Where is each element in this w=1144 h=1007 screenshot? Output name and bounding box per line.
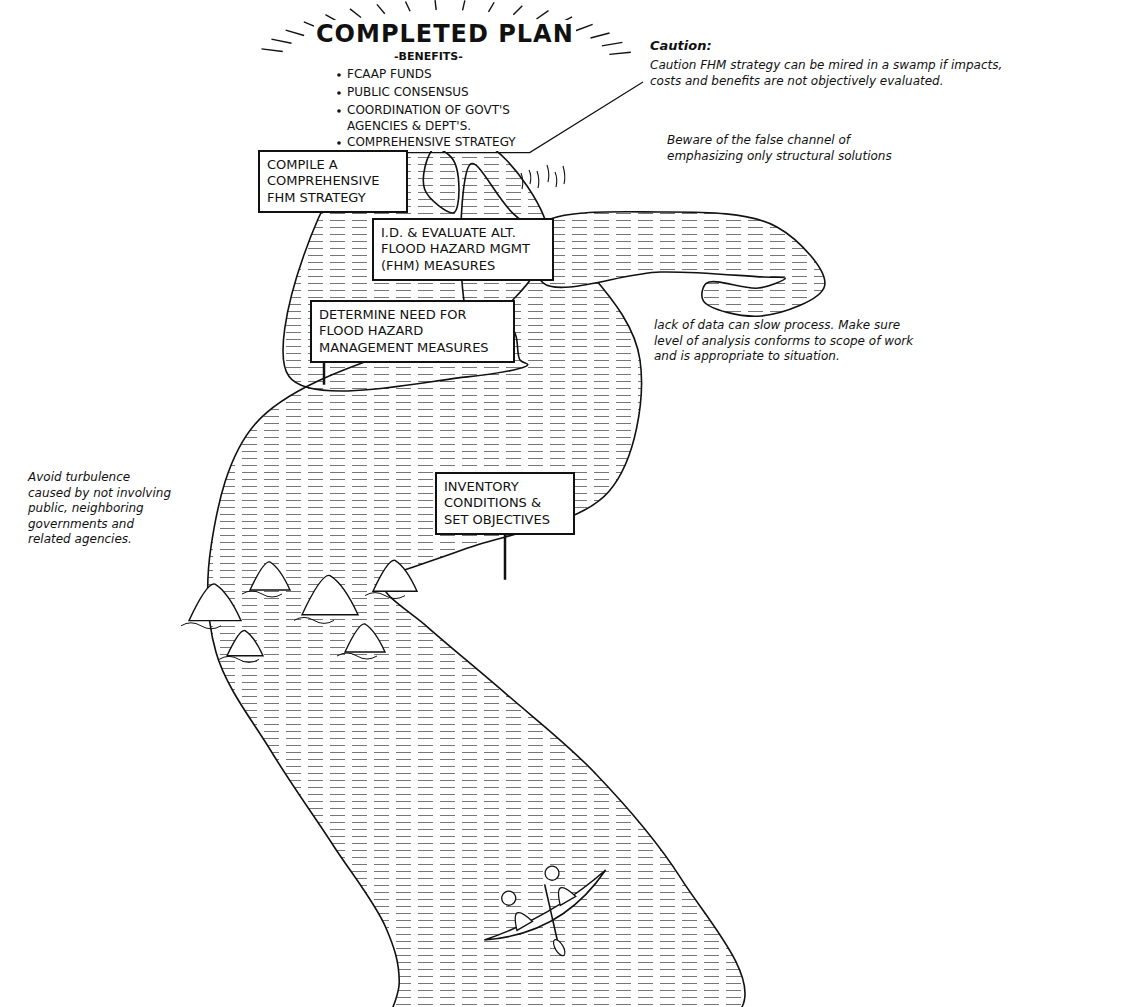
sign-board: I.D. & EVALUATE ALT. FLOOD HAZARD MGMT (…	[372, 218, 554, 281]
rock	[373, 560, 417, 591]
sun-ray	[286, 30, 304, 35]
sign-board: COMPILE A COMPREHENSIVE FHM STRATEGY	[258, 150, 408, 213]
sun-ray	[377, 4, 385, 13]
turbulence-swirl	[219, 656, 259, 662]
caution-heading: Caution:	[648, 38, 714, 55]
paddle-blade	[551, 938, 567, 958]
sign-board: INVENTORY CONDITIONS & SET OBJECTIVES	[435, 472, 575, 535]
benefit-item: PUBLIC CONSENSUS	[345, 85, 471, 101]
rock	[345, 624, 385, 652]
turbulence-swirl	[337, 653, 377, 659]
paddler-body	[553, 883, 576, 905]
false-channel	[531, 212, 825, 316]
sign-board: DETERMINE NEED FOR FLOOD HAZARD MANAGEME…	[310, 300, 515, 363]
paddler-body	[509, 908, 532, 930]
turbulence-swirl	[181, 623, 221, 629]
reed	[529, 170, 531, 184]
warning-note: lack of data can slow process. Make sure…	[652, 318, 921, 365]
reed	[521, 173, 523, 189]
sun-rays	[261, 0, 630, 54]
turbulence-swirl	[242, 591, 282, 597]
sun-ray	[513, 6, 522, 15]
warning-note: Avoid turbulence caused by not involving…	[26, 470, 175, 548]
rock	[227, 630, 263, 655]
sign-text: I.D. & EVALUATE ALT. FLOOD HAZARD MGMT (…	[381, 225, 545, 274]
bullet-dot	[337, 73, 341, 77]
sign-text: DETERMINE NEED FOR FLOOD HAZARD MANAGEME…	[319, 307, 506, 356]
sun-ray	[435, 0, 436, 10]
benefits-heading: -BENEFITS-	[392, 50, 465, 64]
caution-leader	[341, 82, 643, 153]
swamp-reeds	[521, 165, 565, 189]
sun-ray	[576, 24, 593, 30]
caution-note: Caution FHM strategy can be mired in a s…	[648, 58, 1007, 89]
canoe	[469, 843, 632, 986]
warning-note: Beware of the false channel of emphasizi…	[665, 133, 899, 164]
sign-text: COMPILE A COMPREHENSIVE FHM STRATEGY	[267, 157, 399, 206]
turbulence-swirl	[294, 617, 334, 623]
reed	[547, 165, 549, 182]
sun-ray	[271, 39, 291, 43]
sun-ray	[609, 52, 631, 54]
bullet-dot	[337, 91, 341, 95]
rock	[250, 562, 290, 590]
bullet-dot	[337, 109, 341, 113]
sun-ray	[590, 33, 609, 38]
sun-ray	[536, 11, 548, 19]
bullet-dot	[337, 141, 341, 145]
sun-ray	[602, 42, 623, 46]
sign-text: INVENTORY CONDITIONS & SET OBJECTIVES	[444, 479, 566, 528]
benefit-item: COMPREHENSIVE STRATEGY	[345, 135, 518, 151]
benefit-item: FCAAP FUNDS	[345, 67, 434, 83]
paddler-head	[542, 864, 561, 883]
reed	[555, 172, 557, 187]
paddler-head	[499, 889, 518, 908]
rock	[189, 584, 241, 621]
bullets	[337, 73, 341, 145]
sun-ray	[405, 1, 410, 11]
reed	[563, 166, 565, 184]
benefit-item: COORDINATION OF GOVT'S AGENCIES & DEPT'S…	[345, 103, 559, 134]
turbulence-swirl	[365, 593, 405, 599]
sun-ray	[350, 9, 361, 18]
reed	[537, 171, 539, 188]
sun-ray	[261, 49, 282, 52]
sign-post	[323, 363, 326, 385]
sign-post	[504, 535, 507, 580]
paddle	[529, 884, 574, 943]
plan-title: COMPLETED PLAN	[314, 20, 576, 48]
rock	[302, 575, 358, 614]
rocks	[181, 560, 417, 662]
sun-ray	[488, 2, 494, 12]
canoe-hull	[484, 870, 614, 955]
sun-ray	[463, 0, 465, 10]
